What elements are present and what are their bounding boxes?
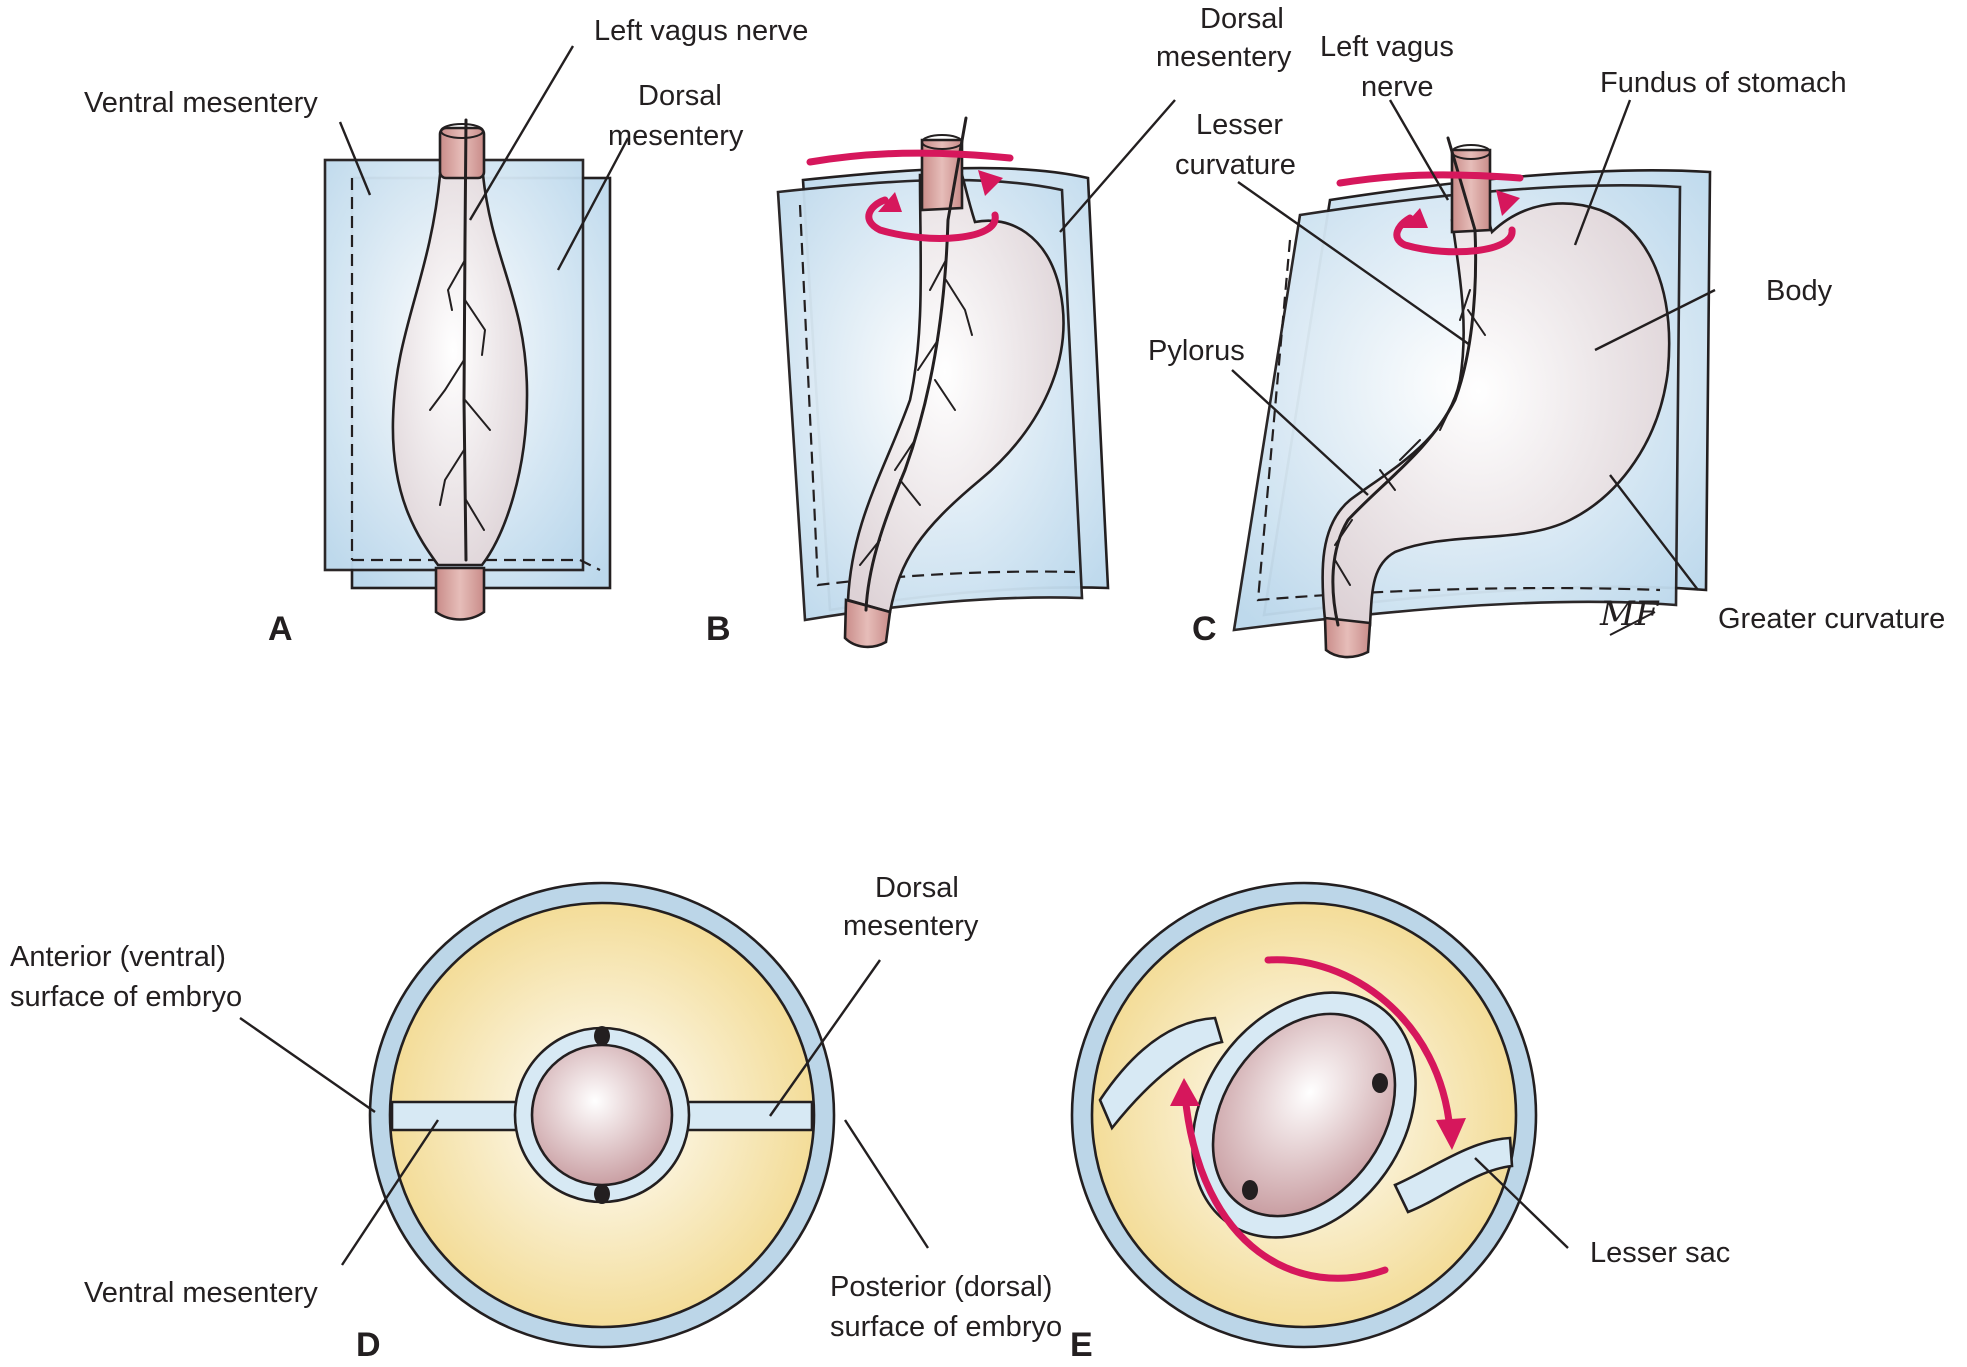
b-stomach	[846, 173, 1065, 614]
a-duodenum	[434, 566, 486, 621]
leader-c-pylorus	[1231, 369, 1369, 496]
leader-c-fundus	[1573, 99, 1632, 246]
label-b-dorsal-2: mesentery	[1156, 41, 1292, 73]
e-vagus-dot-1	[1372, 1073, 1388, 1093]
e-rotation-arrow-lower-head	[1170, 1078, 1200, 1106]
label-d-anterior-1: Anterior (ventral)	[10, 941, 226, 973]
c-mf-signature-underline	[1609, 611, 1656, 636]
panel-letter-c: C	[1192, 610, 1217, 648]
c-esophagus	[1450, 148, 1492, 234]
leader-c-lesser	[1237, 181, 1471, 346]
leader-a-dorsal	[556, 137, 630, 271]
a-dashed-border	[350, 178, 601, 571]
label-c-body: Body	[1766, 275, 1833, 307]
d-vagus-anterior	[594, 1026, 610, 1046]
leader-c-greater	[1609, 474, 1699, 591]
label-b-dorsal-1: Dorsal	[1200, 3, 1284, 35]
panel-c-drawing	[1232, 136, 1712, 659]
leader-c-body	[1594, 288, 1716, 352]
b-nerve-branches	[859, 259, 973, 566]
label-c-lesser-2: curvature	[1175, 149, 1296, 181]
c-rotation-arrow-top-head	[1496, 190, 1520, 216]
e-mesentery-right	[1393, 1136, 1514, 1214]
e-rotation-arrow-lower	[1181, 1091, 1389, 1282]
e-gut-lumen	[1211, 1012, 1397, 1218]
b-rotation-arrow-top-head	[978, 170, 1003, 196]
labels: Ventral mesentery Left vagus nerve Dorsa…	[10, 3, 1945, 1364]
label-c-lesser-1: Lesser	[1196, 109, 1283, 141]
panel-letter-a: A	[268, 610, 293, 648]
panel-d-drawing	[368, 881, 836, 1349]
leader-d-anterior	[239, 1017, 376, 1113]
a-esophagus-opening	[440, 123, 484, 139]
leader-a-ventral	[338, 121, 372, 196]
a-stomach	[391, 173, 529, 567]
a-nerve-branches	[429, 259, 491, 531]
label-c-pylorus: Pylorus	[1148, 335, 1245, 367]
b-dashed-border	[798, 204, 1076, 587]
c-rotation-arrow-bottom-head	[1402, 208, 1428, 228]
leader-lines	[239, 45, 1716, 1266]
panel-letter-d: D	[356, 1326, 381, 1364]
panel-e-drawing	[1070, 881, 1538, 1349]
label-c-greater: Greater curvature	[1718, 603, 1945, 635]
b-duodenum	[843, 598, 892, 649]
panel-b-drawing	[776, 116, 1110, 649]
e-rotation-arrow-upper	[1264, 956, 1454, 1134]
b-rotation-arrow-bottom-head	[878, 192, 902, 212]
artist-signature: MF	[1599, 594, 1660, 634]
panel-a-drawing	[323, 118, 612, 621]
leader-d-dorsal	[769, 959, 881, 1117]
e-rotation-arrow-upper-head	[1436, 1118, 1466, 1150]
c-dashed-border	[1256, 239, 1661, 602]
leader-d-ventral	[340, 1119, 440, 1266]
label-c-fundus: Fundus of stomach	[1600, 67, 1847, 99]
b-rotation-arrow-bottom	[865, 196, 999, 242]
label-d-ventral-mesentery: Ventral mesentery	[84, 1277, 318, 1309]
leader-d-posterior	[843, 1119, 930, 1249]
label-d-posterior-1: Posterior (dorsal)	[830, 1271, 1052, 1303]
c-rotation-arrow-top	[1336, 171, 1524, 187]
c-nerve-branches	[1334, 289, 1486, 586]
e-mesentery-left	[1098, 1016, 1224, 1131]
leader-c-vagus	[1388, 99, 1450, 201]
b-vagus-nerve	[864, 116, 968, 612]
label-d-posterior-2: surface of embryo	[830, 1311, 1062, 1343]
a-esophagus	[438, 126, 486, 180]
c-rotation-arrow-bottom	[1393, 214, 1516, 256]
label-d-dorsal-2: mesentery	[843, 910, 979, 942]
leader-e-lesser-sac	[1474, 1157, 1569, 1249]
label-d-dorsal-1: Dorsal	[875, 872, 959, 904]
label-a-dorsal-1: Dorsal	[638, 80, 722, 112]
panel-letter-b: B	[706, 610, 731, 648]
leader-b-dorsal	[1059, 99, 1176, 233]
b-rotation-arrow-top	[806, 149, 1014, 166]
label-d-anterior-2: surface of embryo	[10, 981, 242, 1013]
leader-a-vagus	[468, 45, 575, 221]
label-e-lesser-sac: Lesser sac	[1590, 1237, 1730, 1269]
d-gut-lumen	[530, 1043, 674, 1187]
label-c-vagus-1: Left vagus	[1320, 31, 1454, 63]
e-vagus-dot-2	[1242, 1180, 1258, 1200]
label-a-dorsal-2: mesentery	[608, 120, 744, 152]
a-vagus-nerve	[462, 118, 468, 562]
d-vagus-posterior	[594, 1184, 610, 1204]
label-c-vagus-2: nerve	[1361, 71, 1434, 103]
panel-letter-e: E	[1070, 1326, 1093, 1364]
label-a-left-vagus: Left vagus nerve	[594, 15, 808, 47]
c-duodenum	[1323, 616, 1372, 659]
label-a-ventral-mesentery: Ventral mesentery	[84, 87, 318, 119]
